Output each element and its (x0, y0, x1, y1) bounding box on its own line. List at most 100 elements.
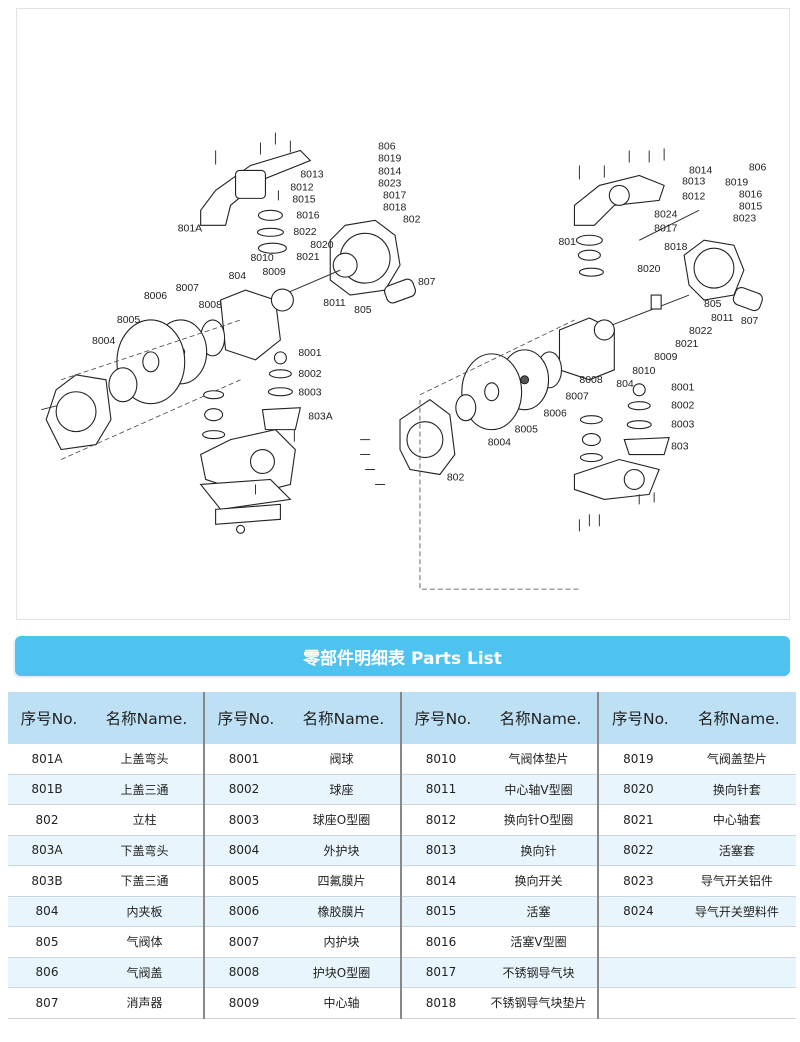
table-row: 8004 外护块 (205, 835, 400, 866)
table-row: 805 气阀体 (8, 927, 203, 958)
part-number: 8017 (425, 965, 457, 980)
part-number: 802 (35, 812, 59, 827)
part-callout-label: 8002 (671, 401, 694, 412)
part-name: 不锈钢导气块垫片 (490, 996, 587, 1011)
part-callout-label: 8008 (199, 300, 222, 311)
part-number: 8013 (425, 843, 457, 858)
header-no: 序号No. (20, 710, 78, 728)
part-callout-label: 8013 (682, 176, 705, 187)
part-number: 8009 (228, 995, 260, 1010)
part-callout-label: 8010 (251, 253, 274, 264)
part-name: 橡胶膜片 (317, 904, 366, 919)
part-number: 8011 (425, 782, 457, 797)
part-callout-label: 802 (447, 472, 465, 483)
part-callout-label: 8021 (296, 252, 319, 263)
part-name: 下盖三通 (120, 874, 169, 889)
part-callout-label: 8015 (292, 194, 315, 205)
part-number: 801B (31, 782, 63, 797)
header-no: 序号No. (612, 710, 669, 728)
part-name: 四氟膜片 (317, 874, 366, 889)
part-number: 8004 (228, 843, 260, 858)
header-no: 序号No. (217, 710, 275, 728)
part-callout-label: 8011 (711, 313, 734, 324)
part-callout-label: 8001 (671, 383, 694, 394)
part-name: 中心轴V型圈 (504, 782, 573, 797)
part-callout-label: 8003 (671, 420, 694, 431)
part-callout-label: 802 (403, 214, 421, 225)
part-name: 活塞 (526, 904, 551, 919)
part-name: 下盖弯头 (120, 843, 169, 858)
part-number: 8007 (228, 934, 260, 949)
part-name: 中心轴 (323, 996, 360, 1011)
header-name: 名称Name. (698, 710, 780, 728)
part-name: 阀球 (329, 752, 354, 767)
part-number: 8012 (425, 812, 457, 827)
part-callout-label: 8015 (739, 201, 762, 212)
part-callout-label: 8023 (378, 178, 401, 189)
table-header: 序号No.名称Name. (402, 692, 597, 744)
part-callout-label: 8010 (632, 366, 655, 377)
part-number: 8023 (623, 873, 654, 888)
part-callout-label: 8007 (176, 283, 199, 294)
part-number: 8021 (623, 812, 654, 827)
part-number: 8020 (623, 782, 654, 797)
part-callout-label: 801A (178, 223, 202, 234)
part-number: 8003 (228, 812, 260, 827)
table-row: 8002 球座 (205, 774, 400, 805)
part-name: 不锈钢导气块 (502, 965, 575, 980)
table-row: 8001 阀球 (205, 744, 400, 775)
part-name: 消声器 (126, 996, 163, 1011)
part-name: 内护块 (323, 935, 360, 950)
part-number: 8019 (623, 751, 654, 766)
part-callout-label: 8024 (654, 209, 677, 220)
table-row: 8013 换向针 (402, 835, 597, 866)
part-callout-label: 8006 (144, 291, 167, 302)
table-row: 8007 内护块 (205, 927, 400, 958)
part-number: 8018 (425, 995, 457, 1010)
header-name: 名称Name. (105, 710, 188, 728)
part-name: 气阀体 (126, 935, 163, 950)
part-callout-label: 8004 (92, 336, 115, 347)
part-callout-label: 803 (671, 442, 689, 453)
part-name: 外护块 (323, 843, 360, 858)
part-callout-label: 8009 (654, 352, 677, 363)
part-name: 上盖弯头 (120, 752, 169, 767)
part-name: 换向针套 (712, 782, 761, 797)
part-number: 8001 (228, 751, 260, 766)
part-callout-label: 8012 (682, 191, 705, 202)
part-callout-label: 804 (616, 379, 634, 390)
part-callout-label: 8022 (689, 326, 712, 337)
parts-list-title: 零部件明细表 Parts List (15, 636, 790, 676)
part-callout-label: 8005 (515, 425, 538, 436)
part-callout-label: 805 (354, 305, 372, 316)
table-row: 8017 不锈钢导气块 (402, 957, 597, 988)
part-name: 换向针 (520, 843, 557, 858)
part-callout-label: 8011 (323, 298, 346, 309)
part-number: 8024 (623, 904, 654, 919)
table-header: 序号No. 名称Name. (599, 692, 796, 744)
part-number: 8002 (228, 782, 260, 797)
header-name: 名称Name. (302, 710, 385, 728)
part-name: 球座 (329, 782, 354, 797)
part-number: 805 (35, 934, 59, 949)
part-callout-label: 8023 (733, 213, 756, 224)
part-name: 护块O型圈 (312, 965, 371, 980)
part-callout-label: 8020 (310, 240, 333, 251)
part-callout-label: 801 (558, 237, 576, 248)
table-row: 8018 不锈钢导气块垫片 (402, 988, 597, 1019)
part-callout-label: 8021 (675, 339, 698, 350)
